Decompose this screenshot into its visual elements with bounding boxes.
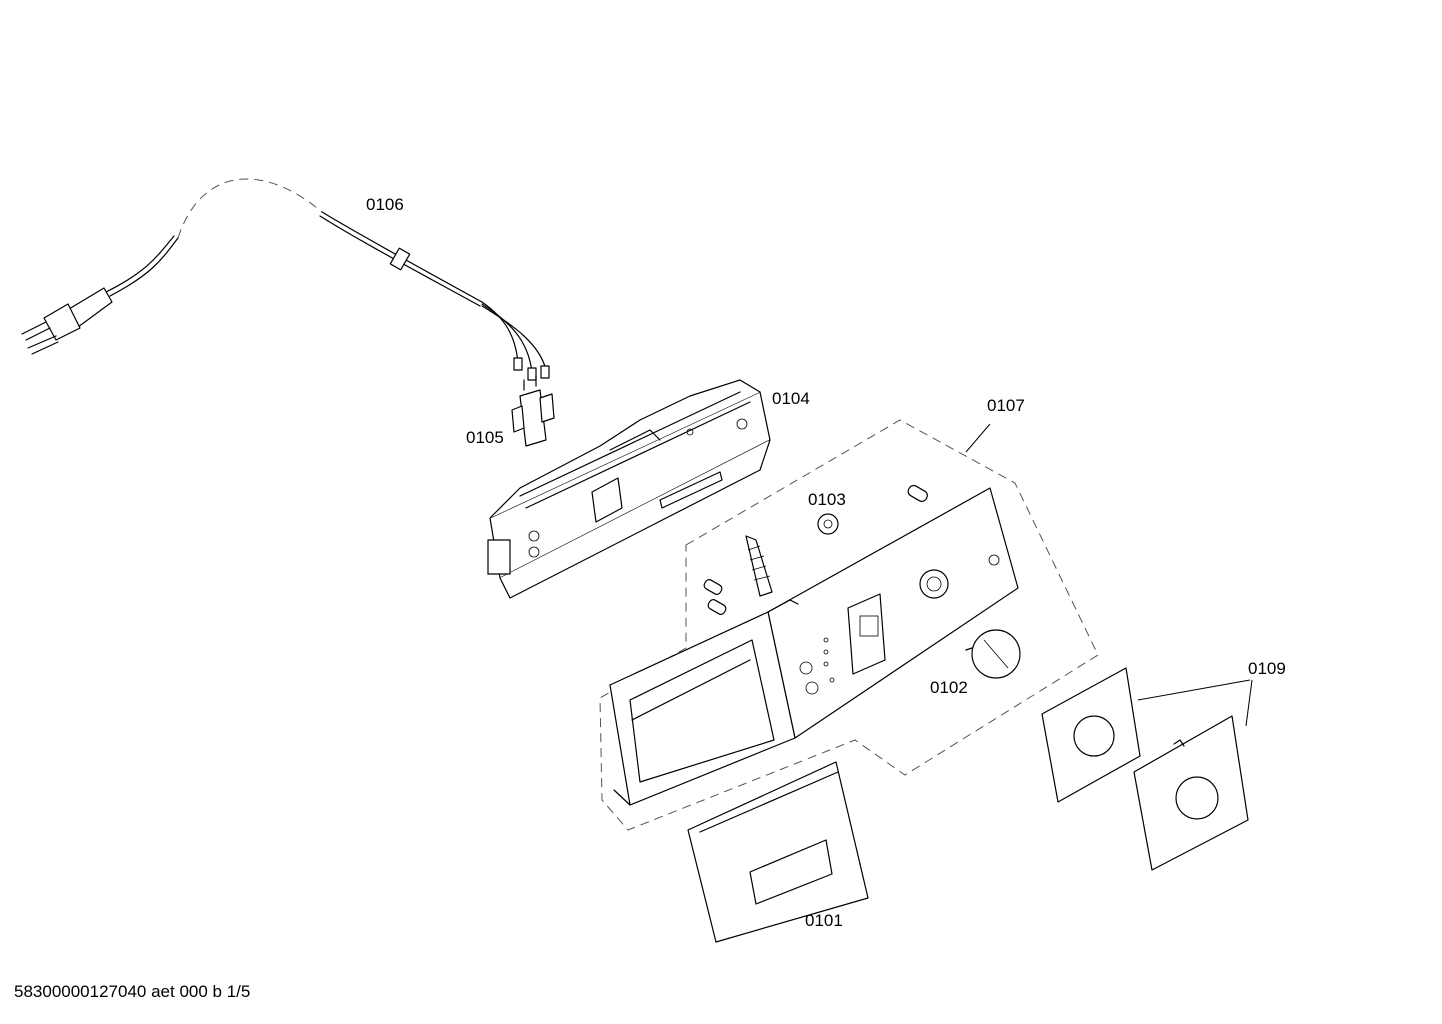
part-label-0101: 0101 [805, 911, 843, 930]
led-light-guide [745, 535, 773, 597]
part-label-0104: 0104 [772, 389, 810, 408]
control-panel-fascia [609, 487, 1019, 806]
connector-0105 [511, 375, 555, 447]
electronic-module-0104 [487, 379, 771, 599]
drawer-handle-0101 [687, 761, 869, 943]
knob-0103 [817, 513, 839, 535]
part-label-0109: 0109 [1248, 659, 1286, 678]
part-label-0107: 0107 [987, 396, 1025, 415]
decor-panels-0109 [1041, 667, 1249, 871]
document-code: 58300000127040 aet 000 b 1/5 [14, 982, 251, 1001]
knob-0102 [965, 629, 1021, 679]
small-pins [703, 484, 928, 615]
part-label-0102: 0102 [930, 678, 968, 697]
part-label-0103: 0103 [808, 490, 846, 509]
power-cord-0106 [21, 178, 550, 381]
part-label-0106: 0106 [366, 195, 404, 214]
part-label-0105: 0105 [466, 428, 504, 447]
leader-lines [965, 423, 1253, 727]
